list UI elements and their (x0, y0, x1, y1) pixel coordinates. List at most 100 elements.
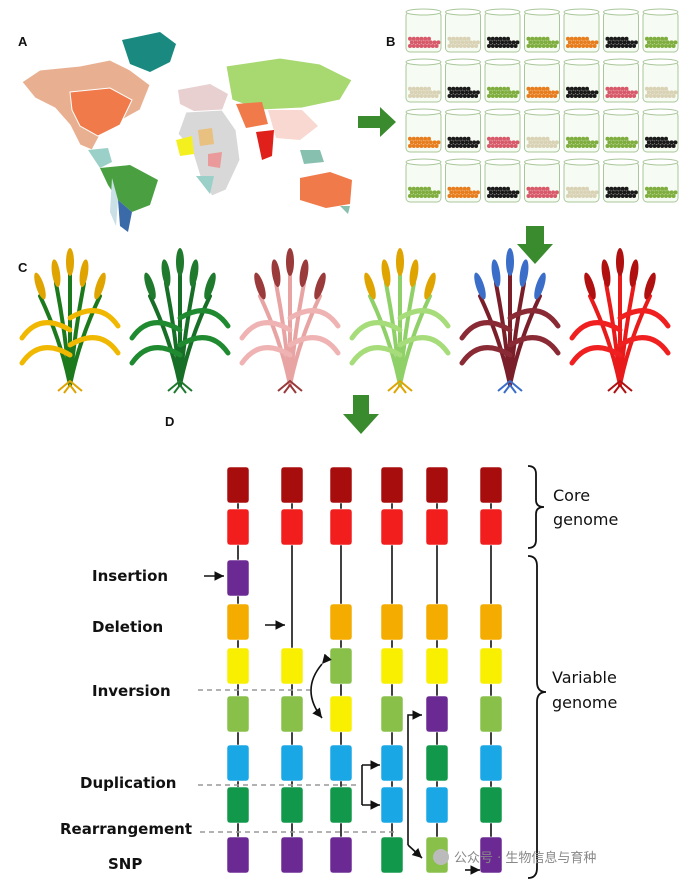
genome-column (226, 466, 250, 874)
genome-block-lightgreen (380, 695, 404, 733)
seed-jar (642, 58, 679, 103)
seed-jar (603, 58, 639, 103)
genome-block-orange (329, 603, 353, 641)
seed-jar (445, 108, 481, 153)
seed-jar (405, 8, 442, 53)
seed-jar (524, 8, 560, 53)
genome-block-darkred (380, 466, 404, 504)
seed-jar (484, 58, 521, 103)
seed-jar (563, 108, 600, 153)
seed-jar (405, 108, 442, 153)
arrow-b-to-c (517, 226, 553, 264)
seed-jar (563, 158, 600, 203)
genome-block-green (425, 744, 449, 782)
variable-label-line2: genome (552, 693, 617, 712)
genome-block-orange (425, 603, 449, 641)
genome-block-cyan (380, 744, 404, 782)
genome-block-red (479, 508, 503, 546)
genome-column (479, 466, 503, 874)
label-duplication: Duplication (80, 774, 176, 792)
genome-block-yellow (425, 647, 449, 685)
label-insertion: Insertion (92, 567, 168, 585)
core-label-line2: genome (553, 510, 618, 529)
genome-block-cyan (226, 744, 250, 782)
genome-block-lightgreen (479, 695, 503, 733)
inversion-swap-arrow (310, 653, 332, 719)
genome-block-green (329, 786, 353, 824)
genome-block-darkred (329, 466, 353, 504)
seed-jar (484, 8, 521, 53)
genome-column (425, 466, 449, 874)
watermark: 公众号 · 生物信息与育种 (433, 849, 596, 866)
genome-block-yellow (226, 647, 250, 685)
genome-block-yellow (479, 647, 503, 685)
seed-jar (642, 108, 679, 153)
label-rearrangement: Rearrangement (60, 820, 192, 838)
genome-block-darkred (226, 466, 250, 504)
genome-block-green (479, 786, 503, 824)
genome-block-cyan (380, 786, 404, 824)
genome-block-green (380, 836, 404, 874)
genome-block-red (226, 508, 250, 546)
genome-block-green (280, 786, 304, 824)
panel-a-world-map: A (18, 32, 353, 232)
seed-jar (484, 158, 521, 203)
genome-block-yellow (380, 647, 404, 685)
panel-label-a: A (18, 34, 28, 49)
genome-block-purple (226, 836, 250, 874)
rearrangement-arrow-up (407, 710, 422, 845)
wheat-plant (239, 248, 341, 394)
seed-jar (563, 8, 600, 53)
seed-jar (445, 58, 481, 103)
label-inversion: Inversion (92, 682, 171, 700)
seed-jar (524, 108, 560, 153)
genome-column (280, 466, 304, 874)
genome-block-purple (280, 836, 304, 874)
variant-labels: Insertion Deletion Inversion Duplication… (60, 567, 192, 873)
seed-jar (484, 108, 521, 153)
genome-block-red (280, 508, 304, 546)
seed-jar (603, 158, 639, 203)
seed-jar (603, 108, 639, 153)
genome-block-red (380, 508, 404, 546)
genome-block-cyan (479, 744, 503, 782)
seed-jar (405, 158, 442, 203)
wechat-icon (433, 849, 449, 865)
genome-block-orange (479, 603, 503, 641)
arrow-a-to-b (358, 107, 396, 137)
panel-d-genome-graph (226, 466, 503, 874)
label-deletion: Deletion (92, 618, 163, 636)
seed-jar (524, 158, 560, 203)
genome-block-cyan (280, 744, 304, 782)
genome-block-purple (329, 836, 353, 874)
watermark-text: 公众号 · 生物信息与育种 (454, 850, 596, 866)
arrow-c-to-d (343, 395, 379, 434)
core-label-line1: Core (553, 486, 590, 505)
wheat-plant (459, 248, 561, 394)
seed-jar (642, 8, 679, 53)
genome-block-cyan (425, 786, 449, 824)
genome-block-green (226, 786, 250, 824)
genome-column (329, 466, 353, 874)
brace-variable: Variable genome (527, 555, 617, 879)
panel-label-d: D (165, 414, 174, 429)
genome-block-darkred (425, 466, 449, 504)
genome-block-yellow (280, 647, 304, 685)
brace-core: Core genome (527, 465, 618, 549)
wheat-plant (349, 248, 451, 394)
panel-label-c: C (18, 260, 28, 275)
genome-block-red (329, 508, 353, 546)
seed-jar (603, 8, 639, 53)
variable-label-line1: Variable (552, 668, 617, 687)
wheat-plant (569, 248, 671, 394)
seed-jar (405, 58, 442, 103)
genome-block-purple (479, 836, 503, 874)
label-snp: SNP (108, 855, 142, 873)
variant-annotations (198, 571, 480, 875)
genome-block-yellow (329, 695, 353, 733)
genome-block-darkred (280, 466, 304, 504)
panel-c-wheat-plants: C (18, 248, 671, 394)
genome-block-purple (425, 695, 449, 733)
genome-block-red (425, 508, 449, 546)
